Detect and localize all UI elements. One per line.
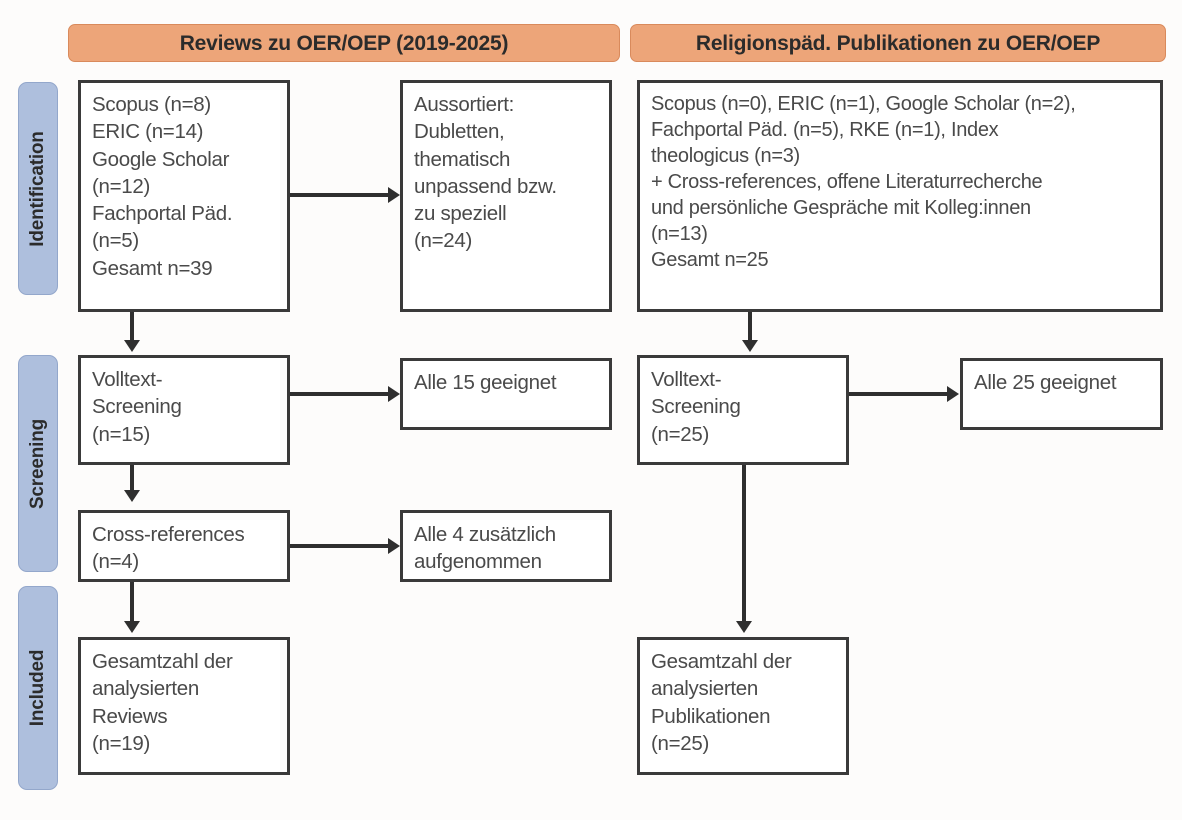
box-right-screening: Volltext- Screening (n=25): [637, 355, 849, 465]
arrowhead-right-screening-to-included: [736, 621, 752, 633]
box-left-identification: Scopus (n=8) ERIC (n=14) Google Scholar …: [78, 80, 290, 312]
connector-right-screening-to-included: [742, 465, 746, 623]
box-left-crossrefs-result: Alle 4 zusätzlich aufgenommen: [400, 510, 612, 582]
box-right-identification: Scopus (n=0), ERIC (n=1), Google Scholar…: [637, 80, 1163, 312]
connector-left-identification-to-excluded: [290, 193, 390, 197]
arrowhead-left-crossrefs-to-result: [388, 538, 400, 554]
arrowhead-left-screening-to-crossrefs: [124, 490, 140, 502]
connector-left-screening-to-result: [290, 392, 390, 396]
connector-right-screening-to-result: [849, 392, 949, 396]
arrowhead-right-identification-to-screening: [742, 340, 758, 352]
stage-pill-included: Included: [18, 586, 58, 790]
box-left-screening: Volltext- Screening (n=15): [78, 355, 290, 465]
box-left-excluded: Aussortiert: Dubletten, thematisch unpas…: [400, 80, 612, 312]
arrowhead-right-screening-to-result: [947, 386, 959, 402]
column-header-religionspaed: Religionspäd. Publikationen zu OER/OEP: [630, 24, 1166, 62]
arrowhead-left-screening-to-result: [388, 386, 400, 402]
connector-left-crossrefs-to-result: [290, 544, 390, 548]
arrowhead-left-crossrefs-to-included: [124, 621, 140, 633]
connector-left-identification-to-screening: [130, 312, 134, 344]
column-header-reviews: Reviews zu OER/OEP (2019-2025): [68, 24, 620, 62]
stage-label-identification: Identification: [27, 130, 48, 247]
stage-label-screening: Screening: [27, 418, 48, 509]
connector-left-screening-to-crossrefs: [130, 465, 134, 493]
arrowhead-left-identification-to-screening: [124, 340, 140, 352]
connector-right-identification-to-screening: [748, 312, 752, 344]
box-left-crossrefs: Cross-references (n=4): [78, 510, 290, 582]
stage-label-included: Included: [27, 649, 48, 727]
box-left-screening-result: Alle 15 geeignet: [400, 358, 612, 430]
box-right-included: Gesamtzahl der analysierten Publikatione…: [637, 637, 849, 775]
box-right-screening-result: Alle 25 geeignet: [960, 358, 1163, 430]
box-left-included: Gesamtzahl der analysierten Reviews (n=1…: [78, 637, 290, 775]
stage-pill-screening: Screening: [18, 355, 58, 572]
arrowhead-left-identification-to-excluded: [388, 187, 400, 203]
connector-left-crossrefs-to-included: [130, 582, 134, 624]
stage-pill-identification: Identification: [18, 82, 58, 295]
